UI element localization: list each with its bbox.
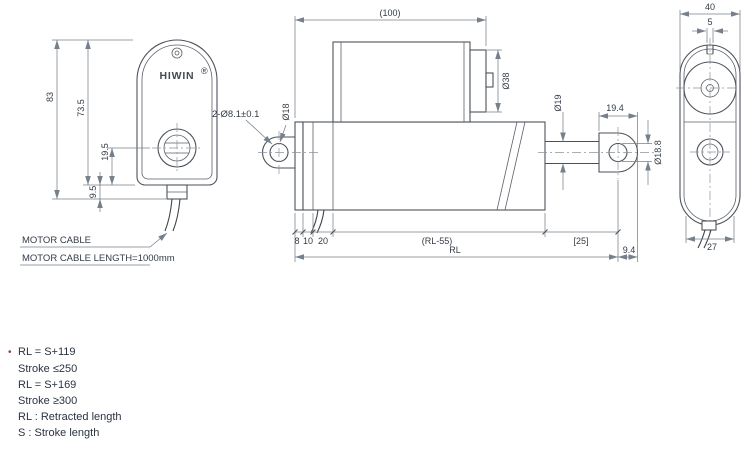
dim-front-hole-dia: Ø18.8	[622, 120, 663, 185]
dim-rod-dia: Ø19	[553, 94, 566, 190]
dim-end-slot: 5	[692, 17, 728, 43]
motor-cable-side	[310, 209, 319, 234]
dim-front-offset: 19.4	[598, 103, 638, 147]
hiwin-logo: HIWIN	[160, 70, 195, 82]
motor-shaft-stub	[485, 72, 494, 88]
motor-end-cap	[469, 49, 487, 113]
front-view-part: HIWIN ®	[136, 39, 218, 232]
dim-text-83: 83	[45, 92, 55, 102]
motor-cable-callout: MOTOR CABLE MOTOR CABLE LENGTH=1000mm	[20, 232, 175, 266]
note-line: Stroke ≤250	[8, 361, 122, 377]
motor-cable	[172, 198, 181, 232]
dim-front-hole-offset: 19.5	[100, 143, 150, 185]
end-view-part	[676, 38, 744, 249]
side-view-part	[258, 41, 655, 234]
note-bullet-icon: •	[8, 347, 12, 358]
end-cable-gland	[701, 220, 717, 231]
side-view: (100) 2-Ø8.1±0.1 Ø18 Ø38 Ø19 19.4	[212, 8, 663, 262]
front-view: HIWIN ® 83 73.5 19.5	[20, 39, 218, 266]
dim-end-width: 40	[679, 2, 741, 70]
dim-rear-hole-dia: Ø18	[279, 103, 291, 143]
dim-front-tip: 9.4	[618, 245, 638, 260]
dim-text-10: 10	[303, 236, 313, 246]
dim-text-rod-dia: Ø19	[553, 94, 563, 111]
note-line: RL = S+169	[8, 377, 122, 393]
motor-cable-side	[316, 209, 325, 234]
dim-front-gland-height: 9.5	[88, 172, 103, 212]
dim-text-19-4: 19.4	[606, 103, 624, 113]
end-view: 40 5 27	[676, 2, 744, 252]
actuator-body	[302, 121, 546, 211]
note-line: RL : Retracted length	[8, 409, 122, 425]
dim-text-20: 20	[318, 236, 328, 246]
motor-cable-length-label: MOTOR CABLE LENGTH=1000mm	[22, 253, 175, 264]
dim-text-100: (100)	[379, 8, 400, 18]
dim-end-bottom-width: 27	[685, 216, 735, 252]
dim-text-40: 40	[705, 2, 715, 12]
dim-motor-length: (100)	[294, 8, 487, 118]
note-text: RL = S+169	[18, 379, 77, 391]
dim-text-mount-holes: 2-Ø8.1±0.1	[212, 109, 259, 120]
front-body-outline	[136, 39, 218, 186]
top-screw	[171, 47, 183, 59]
motor-cable-label: MOTOR CABLE	[22, 235, 91, 246]
note-text: S : Stroke length	[18, 427, 100, 439]
dim-total-length: RL	[295, 245, 618, 260]
top-screw-center	[174, 50, 180, 56]
dim-text-8: 8	[294, 236, 299, 246]
dim-text-27: 27	[707, 242, 717, 252]
note-text: RL = S+119	[18, 346, 76, 358]
note-line: • RL = S+119	[8, 344, 122, 361]
notes-block: • RL = S+119 Stroke ≤250 RL = S+169 Strok…	[8, 344, 122, 441]
dim-text-9-4: 9.4	[623, 245, 636, 255]
dim-text-73-5: 73.5	[76, 99, 86, 117]
dim-text-9-5: 9.5	[88, 186, 98, 199]
note-line: Stroke ≥300	[8, 393, 122, 409]
dim-text-motor-dia: Ø38	[501, 72, 511, 89]
dim-text-5: 5	[707, 17, 712, 27]
break-line	[496, 121, 518, 211]
motor-housing	[332, 41, 471, 123]
note-line: S : Stroke length	[8, 425, 122, 441]
dim-text-front-hole: Ø18.8	[653, 140, 663, 165]
dim-bottom-chain: 8 10 20 (RL-55) [25]	[292, 157, 638, 262]
dim-motor-dia: Ø38	[487, 49, 511, 113]
dim-text-rear-hole: Ø18	[281, 103, 291, 120]
note-text: Stroke ≥300	[18, 395, 78, 407]
dim-text-rl: RL	[449, 245, 461, 255]
dim-front-body-height: 73.5	[76, 40, 135, 186]
front-body-inner-outline	[141, 44, 213, 180]
dim-text-body-length: (RL-55)	[422, 236, 453, 246]
end-body-inner-outline	[683, 48, 737, 222]
note-text: Stroke ≤250	[18, 363, 78, 375]
break-line	[504, 121, 526, 211]
note-text: RL : Retracted length	[18, 411, 122, 423]
dim-text-19-5: 19.5	[100, 143, 110, 161]
motor-cable	[164, 198, 173, 232]
dim-text-front-length: [25]	[573, 236, 588, 246]
dim-mount-holes-callout: 2-Ø8.1±0.1	[212, 109, 273, 145]
body-flange	[294, 121, 304, 211]
hiwin-logo-registered-icon: ®	[201, 66, 208, 76]
dim-front-total-height: 83	[45, 39, 166, 200]
